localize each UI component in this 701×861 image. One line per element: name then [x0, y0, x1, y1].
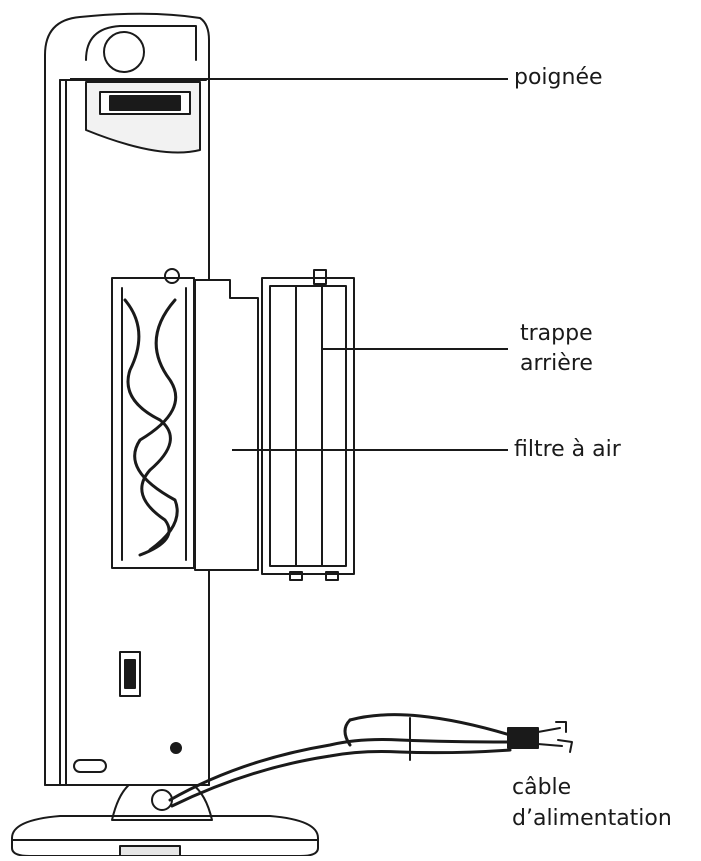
- base-plate: [11, 815, 319, 857]
- power-cable: [168, 713, 573, 808]
- plug-body: [507, 727, 539, 749]
- indicator-dot: [170, 742, 182, 754]
- plug-prong: [555, 721, 567, 733]
- rear-door-label-line2: arrière: [520, 351, 593, 376]
- air-filter-label: filtre à air: [514, 437, 621, 462]
- rear-grille: [111, 268, 195, 569]
- plug-prong: [557, 739, 573, 753]
- air-filter: [194, 279, 259, 571]
- power-cable-label-line2: d’alimentation: [512, 806, 672, 831]
- handle-grip: [85, 81, 201, 154]
- power-switch-rocker: [124, 659, 136, 689]
- rear-door-label-line1: trappe: [520, 321, 593, 346]
- power-cable-label-line1: câble: [512, 775, 572, 800]
- rear-door: [261, 269, 355, 581]
- bottom-slot: [73, 759, 107, 773]
- handle-label: poignée: [514, 65, 603, 90]
